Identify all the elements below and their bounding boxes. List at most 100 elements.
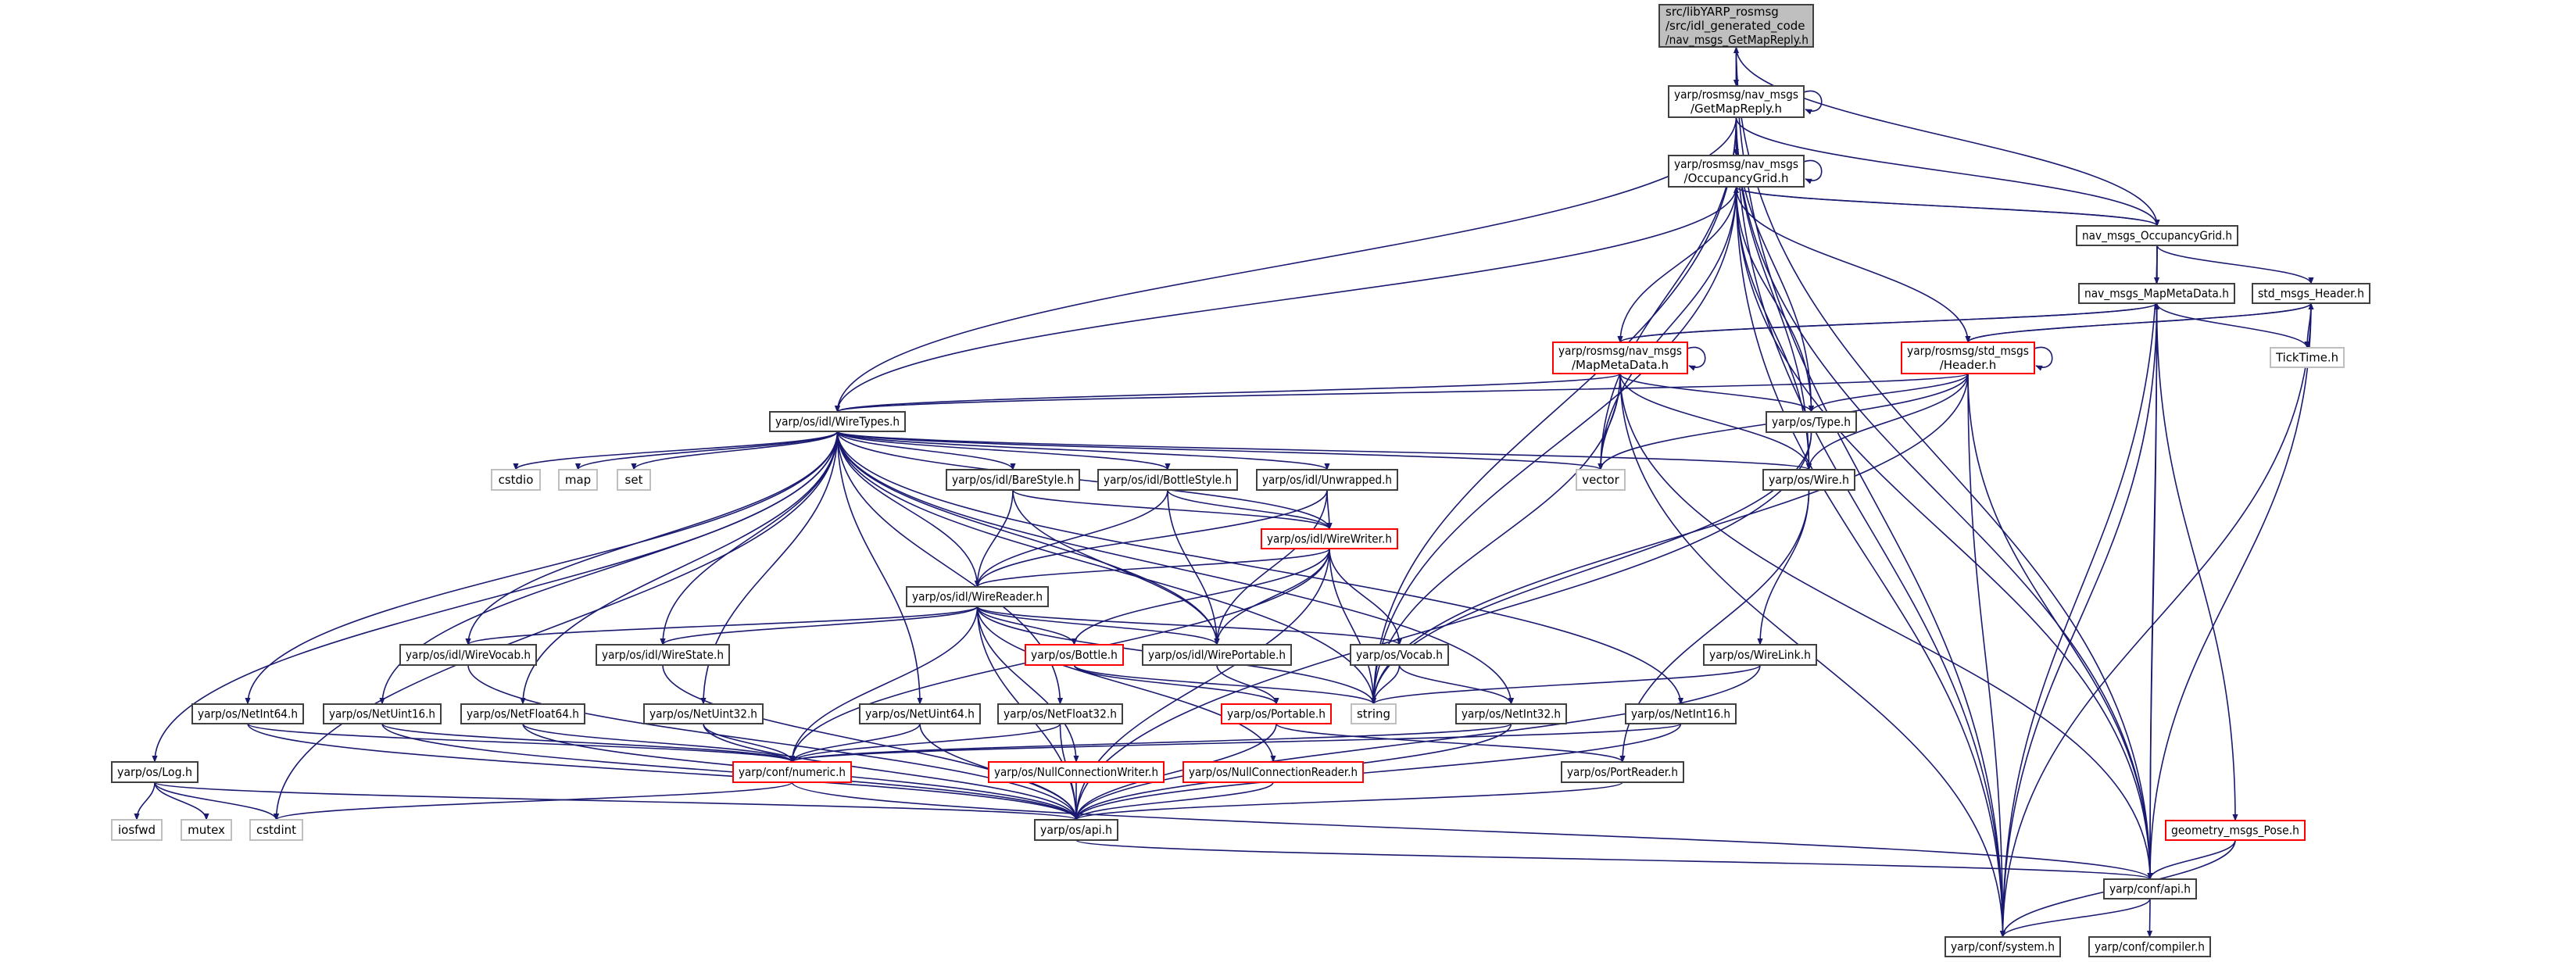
node-netint64[interactable]: yarp/os/NetInt64.h: [191, 703, 304, 724]
node-osapi[interactable]: yarp/os/api.h: [1034, 819, 1118, 841]
edge-wiretypes-to-vector: [836, 431, 1604, 470]
node-netint16[interactable]: yarp/os/NetInt16.h: [1625, 703, 1737, 724]
edge-rmmd-to-nmm: [1619, 302, 2159, 343]
node-box: [1766, 411, 1857, 433]
node-label: map: [565, 473, 591, 487]
node-compiler[interactable]: yarp/conf/compiler.h: [2088, 936, 2211, 957]
node-vocab[interactable]: yarp/os/Vocab.h: [1350, 644, 1449, 666]
node-set[interactable]: set: [617, 469, 651, 491]
node-wirevocab[interactable]: yarp/os/idl/WireVocab.h: [399, 644, 537, 666]
edge-og-to-confapi: [1735, 186, 2153, 880]
node-barestyle[interactable]: yarp/os/idl/BareStyle.h: [946, 469, 1080, 491]
node-gmr[interactable]: yarp/rosmsg/nav_msgs/GetMapReply.h: [1668, 85, 1805, 118]
node-wirereader[interactable]: yarp/os/idl/WireReader.h: [906, 586, 1049, 607]
node-label: yarp/os/idl/WirePortable.h: [1148, 648, 1286, 662]
node-box: [859, 703, 981, 724]
node-label: yarp/os/NetUint16.h: [329, 707, 435, 721]
edge-type-to-osapi: [1073, 431, 1812, 821]
node-box: [111, 761, 199, 783]
node-label: yarp/os/NullConnectionWriter.h: [994, 765, 1158, 779]
node-nog[interactable]: nav_msgs_OccupancyGrid.h: [2076, 225, 2238, 246]
node-box: [1097, 469, 1238, 491]
edge-barestyle-to-wirereader: [974, 489, 1014, 588]
edge-root-to-confapi: [1735, 46, 2153, 880]
node-box: [1762, 469, 1855, 491]
node-log[interactable]: yarp/os/Log.h: [111, 761, 199, 783]
node-label: yarp/os/NullConnectionReader.h: [1189, 765, 1358, 779]
node-string[interactable]: string: [1351, 703, 1397, 724]
node-netuint64[interactable]: yarp/os/NetUint64.h: [859, 703, 981, 724]
edge-netuint16-to-numeric: [381, 723, 795, 763]
node-ticktime[interactable]: TickTime.h: [2270, 347, 2345, 368]
node-iosfwd[interactable]: iosfwd: [111, 819, 163, 841]
edge-wiretypes-to-cstdint: [273, 431, 839, 821]
node-wirelink[interactable]: yarp/os/WireLink.h: [1703, 644, 1817, 666]
node-mutex[interactable]: mutex: [181, 819, 232, 841]
node-label: yarp/os/idl/WireReader.h: [912, 590, 1043, 604]
node-unwrapped[interactable]: yarp/os/idl/Unwrapped.h: [1256, 469, 1398, 491]
node-box: [1561, 761, 1684, 783]
node-label: set: [625, 473, 643, 487]
node-rsh[interactable]: yarp/rosmsg/std_msgs/Header.h: [1901, 342, 2035, 374]
edge-wirelink-to-osapi: [1073, 664, 1761, 821]
edge-netint16-to-osapi: [1073, 723, 1682, 821]
edge-nmm-to-pose: [2156, 302, 2238, 821]
node-netfloat32[interactable]: yarp/os/NetFloat32.h: [997, 703, 1123, 724]
node-box: [2270, 347, 2345, 368]
node-cstdio[interactable]: cstdio: [491, 469, 541, 491]
node-root[interactable]: src/libYARP_rosmsg/src/idl_generated_cod…: [1658, 4, 1814, 48]
node-type[interactable]: yarp/os/Type.h: [1766, 411, 1857, 433]
edge-bottle-to-string: [1073, 664, 1376, 705]
node-ncr[interactable]: yarp/os/NullConnectionReader.h: [1182, 761, 1364, 783]
node-label: yarp/os/PortReader.h: [1567, 765, 1678, 779]
node-rmmd[interactable]: yarp/rosmsg/nav_msgs/MapMetaData.h: [1552, 342, 1688, 374]
edge-numeric-to-confapi: [791, 781, 2153, 880]
node-label: yarp/conf/numeric.h: [739, 765, 846, 779]
node-bottle[interactable]: yarp/os/Bottle.h: [1025, 644, 1124, 666]
node-pose[interactable]: geometry_msgs_Pose.h: [2165, 820, 2306, 841]
edge-wiretypes-to-netint64: [245, 431, 839, 705]
edge-wirereader-to-ncw: [976, 606, 1079, 763]
node-label: /src/idl_generated_code: [1665, 19, 1805, 34]
node-nmm[interactable]: nav_msgs_MapMetaData.h: [2078, 283, 2235, 304]
node-wirewriter[interactable]: yarp/os/idl/WireWriter.h: [1261, 528, 1398, 549]
node-og[interactable]: yarp/rosmsg/nav_msgs/OccupancyGrid.h: [1668, 155, 1805, 188]
edge-netuint64-to-numeric: [789, 723, 921, 763]
edge-rsh-to-wire: [1805, 373, 1969, 470]
node-wireportable[interactable]: yarp/os/idl/WirePortable.h: [1142, 644, 1292, 666]
edge-smh-to-confapi: [2147, 302, 2312, 880]
node-vector[interactable]: vector: [1576, 469, 1626, 491]
node-portable[interactable]: yarp/os/Portable.h: [1221, 703, 1332, 724]
edge-netuint16-to-osapi: [381, 723, 1079, 821]
node-map[interactable]: map: [558, 469, 598, 491]
node-system[interactable]: yarp/conf/system.h: [1945, 936, 2061, 957]
node-wirestate[interactable]: yarp/os/idl/WireState.h: [596, 644, 730, 666]
node-netfloat64[interactable]: yarp/os/NetFloat64.h: [460, 703, 585, 724]
edge-wiretypes-to-wireportable: [836, 431, 1220, 646]
edge-wirewriter-to-bottle: [1071, 548, 1330, 646]
edge-og-to-string: [1370, 186, 1737, 705]
node-numeric[interactable]: yarp/conf/numeric.h: [732, 761, 852, 783]
node-smh[interactable]: std_msgs_Header.h: [2252, 283, 2370, 304]
node-portreader[interactable]: yarp/os/PortReader.h: [1561, 761, 1684, 783]
node-box: [988, 761, 1165, 783]
node-bottlestyle[interactable]: yarp/os/idl/BottleStyle.h: [1097, 469, 1238, 491]
node-label: yarp/rosmsg/nav_msgs: [1558, 344, 1682, 359]
node-confapi[interactable]: yarp/conf/api.h: [2103, 878, 2197, 899]
node-label: yarp/os/NetInt64.h: [198, 707, 298, 721]
node-netuint32[interactable]: yarp/os/NetUint32.h: [643, 703, 764, 724]
node-label: yarp/conf/api.h: [2109, 882, 2191, 896]
node-label: yarp/os/NetInt32.h: [1462, 707, 1561, 721]
node-cstdint[interactable]: cstdint: [249, 819, 303, 841]
node-wiretypes[interactable]: yarp/os/idl/WireTypes.h: [769, 411, 906, 432]
edge-wiretypes-to-set: [631, 431, 839, 470]
edge-netfloat32-to-numeric: [789, 723, 1061, 763]
node-label: yarp/rosmsg/std_msgs: [1907, 344, 2029, 359]
edges-layer: [134, 46, 2314, 938]
node-wire[interactable]: yarp/os/Wire.h: [1762, 469, 1855, 491]
node-netuint16[interactable]: yarp/os/NetUint16.h: [323, 703, 442, 724]
node-ncw[interactable]: yarp/os/NullConnectionWriter.h: [988, 761, 1165, 783]
node-label: /Header.h: [1940, 358, 1997, 372]
node-netint32[interactable]: yarp/os/NetInt32.h: [1455, 703, 1567, 724]
edge-unwrapped-to-wirewriter: [1326, 489, 1333, 530]
